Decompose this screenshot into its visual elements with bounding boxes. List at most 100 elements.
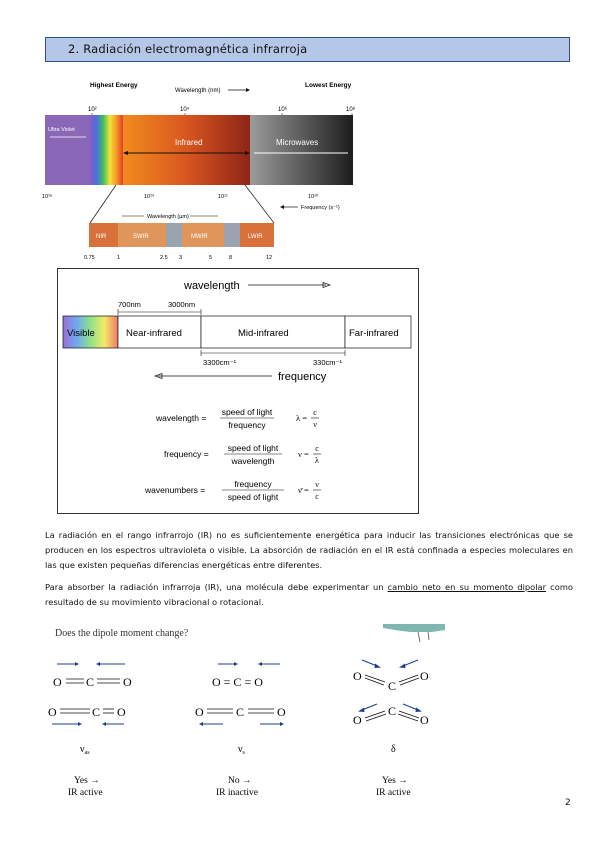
answer1-line2: IR active [68, 788, 103, 798]
gap-band-2 [224, 223, 240, 247]
molecule-row2-c: C [236, 705, 244, 719]
wavelength-title: wavelength [183, 280, 240, 292]
bond-line [364, 710, 386, 719]
near-ir-label: Near-infrared [126, 328, 182, 339]
molecule-row1-c: C [86, 675, 94, 689]
bond-line [365, 713, 387, 722]
frequency-arrowhead [280, 205, 284, 209]
eq3-symbol: ν̄ = [298, 485, 309, 495]
band-tick-6: 8 [229, 255, 232, 261]
eq2-numerator: speed of light [228, 443, 279, 453]
eq1-sym-num: c [313, 408, 317, 417]
wavelength-nm-arrowhead [246, 88, 250, 92]
arrow [361, 703, 378, 711]
answer3-line2: IR active [376, 788, 411, 798]
zoom-line-right [244, 184, 275, 224]
bent-row2-c: C [388, 704, 396, 718]
ir-regions-figure: wavelength 700nm 3000nm Visible Near-inf… [57, 268, 419, 514]
bent-row1-o2: O [420, 669, 429, 683]
bent-row2-o2: O [420, 713, 429, 727]
arrowhead [75, 662, 79, 666]
band-tick-4: 3 [179, 255, 182, 261]
mode1-base: ν [80, 744, 85, 755]
infrared-arrowhead-left [123, 151, 128, 155]
eq1-symbol: λ = [296, 413, 307, 423]
eq2-denominator: wavelength [230, 456, 274, 466]
frequency-label: Frequency (s⁻¹) [301, 205, 340, 211]
mode1-label: νas [80, 744, 90, 756]
molecule-row1-o1: O [53, 675, 62, 689]
wavelength-nm-label: Wavelength (nm) [175, 88, 220, 94]
freq-tick-2: 10¹³ [144, 194, 154, 200]
molecule-row2-c: C [92, 705, 100, 719]
lwir-label: LWIR [248, 234, 263, 240]
arrowhead [199, 722, 203, 726]
arrowhead [415, 707, 422, 712]
bond-line [397, 713, 419, 722]
bond-line [398, 674, 419, 683]
microwaves-label: Microwaves [276, 138, 318, 147]
wavelength-um-label: Wavelength (µm) [147, 214, 189, 220]
uv-label: Ultra Violet [48, 127, 75, 133]
bent-row1-o1: O [353, 669, 362, 683]
eq2-sym-num: c [315, 444, 319, 453]
band-tick-5: 5 [209, 255, 212, 261]
paragraph-ir-energy: La radiación en el rango infrarrojo (IR)… [45, 530, 573, 570]
mode1-sub: as [85, 750, 91, 756]
wl-tick-3: 10⁶ [278, 106, 288, 113]
eq1-denominator: frequency [228, 420, 266, 430]
freq-tick-3: 10¹¹ [218, 194, 228, 200]
highest-energy-label: Highest Energy [90, 82, 138, 89]
molecule-row1-text: O = C = O [212, 675, 263, 689]
wl-tick-4: 10⁸ [346, 106, 356, 113]
eq3-lhs: wavenumbers = [144, 485, 205, 495]
bond-line [364, 677, 385, 686]
section-header: 2. Radiación electromagnética infrarroja [45, 37, 570, 62]
eq2-sym-den: λ [315, 456, 319, 465]
zoom-line-left [89, 184, 117, 224]
arrowhead [102, 722, 106, 726]
decorative-fragment-line [417, 631, 421, 643]
nir-band [89, 223, 118, 247]
arrowhead [258, 662, 262, 666]
answer2-line2: IR inactive [216, 788, 258, 798]
gap-band-1 [166, 223, 182, 247]
paragraph-dipole: Para absorber la radiación infrarroja (I… [45, 580, 573, 610]
answer1-line1: Yes → [74, 776, 100, 786]
band-tick-2: 1 [117, 255, 120, 261]
arrowhead [78, 722, 82, 726]
wavelength-arrowhead [322, 282, 332, 288]
freq-tick-1: 10¹⁶ [42, 193, 52, 200]
bond-line [364, 674, 386, 683]
band-tick-7: 12 [266, 255, 272, 261]
cm330-label: 330cm⁻¹ [313, 358, 342, 367]
far-ir-label: Far-infrared [349, 328, 399, 339]
visible-band [90, 115, 123, 185]
mode2-base: ν [238, 744, 243, 755]
eq3-sym-den: c [315, 492, 319, 501]
eq1-numerator: speed of light [222, 407, 273, 417]
arrowhead [96, 662, 100, 666]
bond-line [398, 710, 420, 719]
freq-tick-4: 10¹⁰ [308, 193, 319, 200]
molecule-row2-o2: O [277, 705, 286, 719]
eq2-lhs: frequency = [164, 449, 209, 459]
eq1-lhs: wavelength = [155, 413, 206, 423]
mid-ir-region [200, 315, 346, 349]
molecule-row2-o1: O [48, 705, 57, 719]
arrowhead [280, 722, 284, 726]
spectrum-figure: Highest Energy Lowest Energy Wavelength … [42, 82, 356, 261]
mode2-sub: s [243, 750, 246, 756]
bent-row1-c: C [388, 679, 396, 693]
arrowhead [374, 663, 381, 668]
molecule-row1-o2: O [123, 675, 132, 689]
molecule-row2-o2: O [117, 705, 126, 719]
band-tick-3: 2.5 [160, 255, 168, 261]
eq1-sym-den: ν [313, 420, 317, 429]
lowest-energy-label: Lowest Energy [305, 82, 352, 89]
mode3-label: δ [391, 744, 396, 755]
lwir-band [240, 223, 274, 247]
cm3300-label: 3300cm⁻¹ [203, 358, 237, 367]
infrared-band [123, 115, 250, 185]
dipole-figure: Does the dipole moment change? O C O O C… [48, 624, 445, 798]
